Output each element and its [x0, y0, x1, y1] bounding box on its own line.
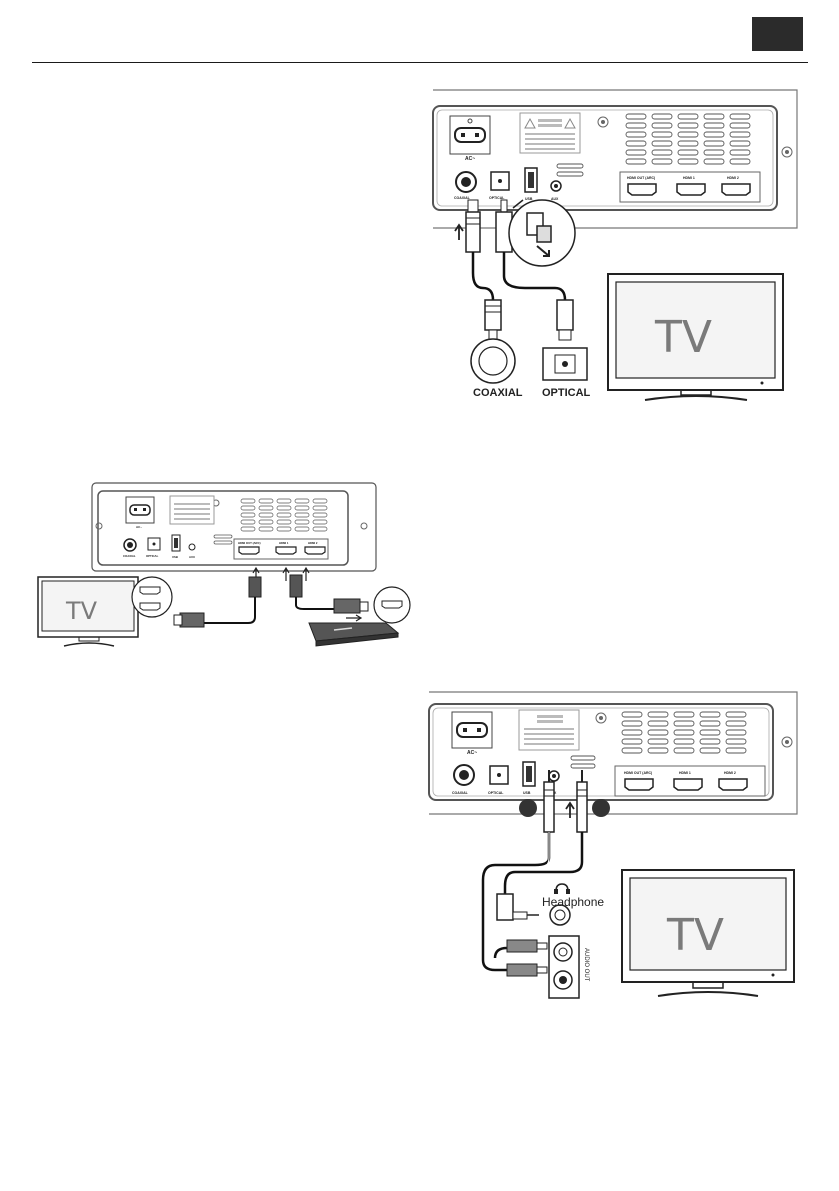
coaxial-caption: COAXIAL [473, 387, 523, 399]
warning-label-icon [520, 113, 580, 153]
insert-arrow-icon [566, 803, 574, 818]
optical-port-label: OPTICAL [488, 791, 504, 795]
player-hdmi-port-detail [374, 587, 410, 623]
step-badge-1 [519, 799, 537, 817]
tv-label: TV [666, 910, 724, 961]
step-badge-2 [592, 799, 610, 817]
coaxial-port-label: COAXIAL [452, 791, 469, 795]
tv-illustration: TV [608, 274, 783, 400]
aux-port-label: AUX [551, 197, 559, 201]
hdmi1-label: HDMI 1 [279, 541, 289, 545]
hdmi2-label: HDMI 2 [724, 771, 736, 775]
audio-out-label: AUDIO OUT [583, 948, 589, 982]
headphone-icon [554, 884, 570, 894]
aux-port-label: AUX [189, 555, 195, 559]
hdmi2-label: HDMI 2 [308, 541, 318, 545]
coaxial-port-label: COAXIAL [454, 196, 471, 200]
usb-port-label: USB [525, 197, 533, 201]
optical-cap-detail [509, 200, 575, 266]
coaxial-port-label: COAXIAL [123, 554, 136, 558]
ac-label: AC~ [465, 156, 475, 162]
headphone-label: Headphone [542, 895, 604, 909]
hdmi-out-label: HDMI OUT (ARC) [238, 541, 261, 545]
hdmi1-label: HDMI 1 [679, 771, 691, 775]
insert-arrow-icon [455, 225, 463, 240]
optical-port-label: OPTICAL [146, 554, 159, 558]
page-number-tab [752, 17, 803, 51]
optical-port-label: OPTICAL [489, 196, 505, 200]
ac-label: AC~ [467, 750, 477, 756]
hdmi-cable-player [290, 575, 368, 613]
ac-label: AC~ [136, 525, 142, 529]
header-rule [32, 62, 808, 63]
usb-port-label: USB [172, 555, 178, 559]
warning-label-icon [519, 710, 579, 750]
tv-hdmi-port-detail [132, 577, 172, 617]
figure-coaxial-optical-connection: AC~ COAXIAL OPTICAL USB AUX [425, 88, 805, 413]
audio-out-jacks: AUDIO OUT [549, 936, 589, 998]
hdmi-out-label: HDMI OUT (ARC) [627, 176, 655, 180]
hdmi-port-group: HDMI OUT (ARC) HDMI 1 HDMI 2 [620, 172, 760, 202]
hdmi-cable-tv [174, 577, 261, 627]
hdmi2-label: HDMI 2 [727, 176, 739, 180]
tv-illustration: TV [38, 577, 138, 646]
tv-illustration: TV [622, 870, 794, 996]
figure-hdmi-connection: AC~ COAXIAL OPTICAL USB AUX HDMI OUT (AR… [34, 481, 419, 651]
figure-aux-connection: AC~ COAXIAL OPTICAL USB AUX HDMI OUT (AR… [425, 690, 805, 1005]
tv-label: TV [65, 597, 98, 625]
usb-port-label: USB [523, 791, 531, 795]
hdmi-out-label: HDMI OUT (ARC) [624, 771, 652, 775]
hdmi1-label: HDMI 1 [683, 176, 695, 180]
tv-label: TV [654, 312, 712, 363]
optical-caption: OPTICAL [542, 387, 591, 399]
